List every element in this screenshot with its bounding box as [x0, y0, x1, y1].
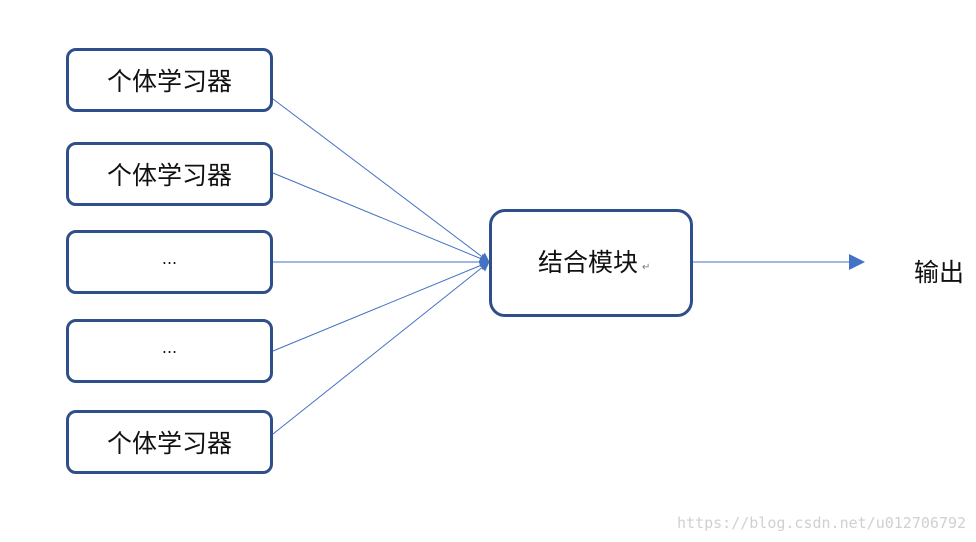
arrow-learner-5-to-combiner — [272, 261, 490, 435]
combiner-label: 结合模块 — [538, 248, 639, 277]
learner-label-4: ... — [161, 337, 178, 357]
combiner-box: 结合模块 ↵ — [489, 209, 693, 317]
learner-label-3: ... — [161, 248, 178, 268]
learner-box-2: 个体学习器 — [66, 142, 273, 206]
learner-box-5: 个体学习器 — [66, 410, 273, 474]
learner-label-2: 个体学习器 — [106, 161, 232, 190]
arrow-learner-4-to-combiner — [272, 260, 490, 352]
learner-box-4: ... — [66, 319, 273, 383]
learner-box-3: ... — [66, 230, 273, 294]
paragraph-mark-icon: ↵ — [642, 261, 651, 273]
learner-box-1: 个体学习器 — [66, 48, 273, 112]
learner-label-1: 个体学习器 — [106, 67, 232, 96]
arrow-learner-2-to-combiner — [272, 172, 490, 264]
arrow-learner-1-to-combiner — [272, 98, 490, 263]
output-label: 输出 — [914, 258, 965, 287]
watermark-url: https://blog.csdn.net/u012706792 — [677, 514, 966, 532]
learner-label-5: 个体学习器 — [106, 429, 232, 458]
